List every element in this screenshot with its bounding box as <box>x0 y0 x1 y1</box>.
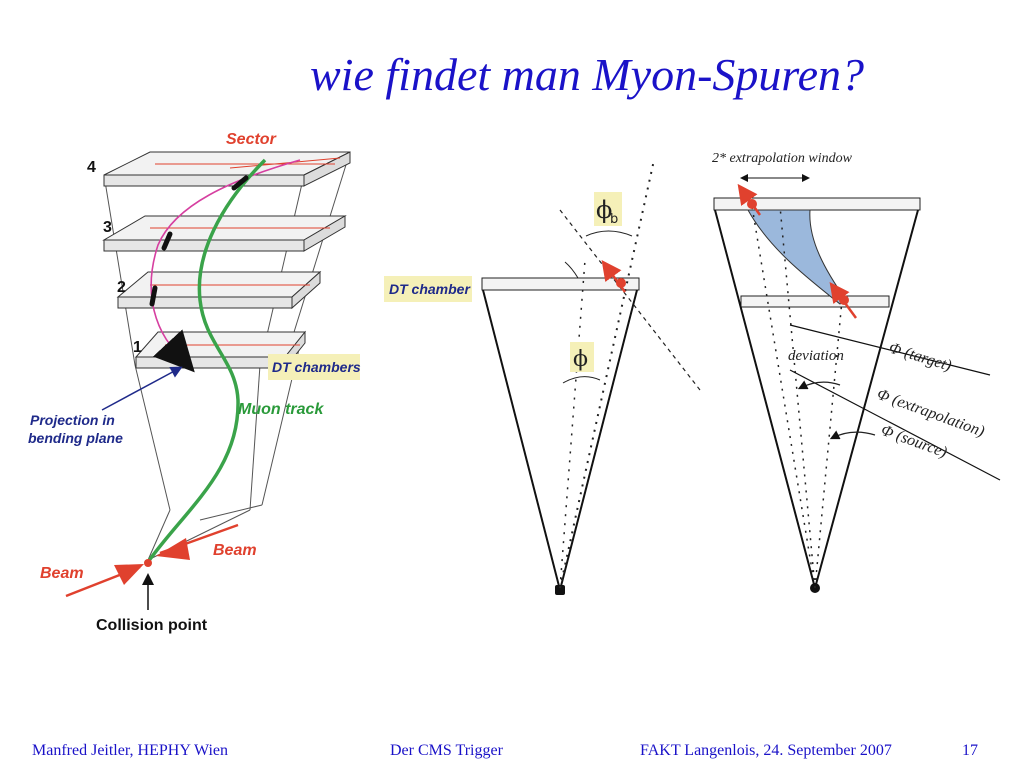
cone-apex <box>555 585 565 595</box>
left-figure: Sector 4 3 2 1 DT chambers Projection in… <box>28 131 361 634</box>
phi-source-label: Φ (source) <box>879 422 950 462</box>
projection-pointer <box>101 366 183 411</box>
middle-figure: DT chamber ϕ b ϕ <box>384 159 701 595</box>
segment-direction-dashed <box>559 209 701 391</box>
phi-target-label: Φ (target) <box>887 340 954 375</box>
cone-left-edge-right <box>714 209 816 589</box>
phi-arc <box>562 376 601 384</box>
extrapolation-window-label: 2* extrapolation window <box>712 151 853 166</box>
footer-event: FAKT Langenlois, 24. September 2007 <box>640 742 892 759</box>
sector-label: Sector <box>226 131 277 148</box>
station-number-2: 2 <box>117 279 126 296</box>
dotted-ray-3 <box>814 299 843 589</box>
source-arrow <box>829 430 876 440</box>
collision-point-marker <box>144 559 152 567</box>
dotted-ray-1 <box>751 205 816 589</box>
cone-left-edge <box>482 289 561 591</box>
dt-chamber-bar <box>481 277 640 291</box>
dt-chamber-label: DT chamber <box>389 281 471 297</box>
station-3-chamber <box>102 215 347 252</box>
target-chamber-bar <box>713 197 921 211</box>
target-segment-hit <box>747 199 757 209</box>
source-chamber-bar <box>740 295 890 308</box>
beam-left-head <box>114 564 144 585</box>
beam-right-head <box>156 538 190 560</box>
footer-author: Manfred Jeitler, HEPHY Wien <box>32 742 228 759</box>
right-figure: 2* extrapolation window <box>712 151 1001 593</box>
radial-dotted-line <box>559 159 655 589</box>
dt-chambers-label-bg <box>268 354 360 380</box>
footer-talk: Der CMS Trigger <box>390 742 503 759</box>
station-4-chamber <box>103 151 351 187</box>
segment-hit <box>616 278 626 288</box>
target-reference-line <box>789 324 991 376</box>
cone-right-edge-right <box>814 209 919 589</box>
muon-track-label: Muon track <box>238 401 324 418</box>
station-number-4: 4 <box>87 159 96 176</box>
deviation-label: deviation <box>788 348 844 364</box>
station-number-3: 3 <box>103 219 112 236</box>
muon-track <box>146 158 267 564</box>
deviation-arrow <box>797 380 841 390</box>
projection-label-line1: Projection in <box>30 412 115 428</box>
beam-label-left: Beam <box>40 565 84 582</box>
beam-label-right: Beam <box>213 542 257 559</box>
extrapolation-window-area <box>747 209 847 305</box>
collision-point-label: Collision point <box>96 617 208 634</box>
dt-chamber-label-bg <box>384 276 472 302</box>
diagram-canvas: Sector 4 3 2 1 DT chambers Projection in… <box>28 131 1001 634</box>
phi-label-bg <box>570 342 594 372</box>
footer-page-number: 17 <box>962 742 978 759</box>
slide-title: wie findet man Myon-Spuren? <box>310 49 865 100</box>
projection-label-line2: bending plane <box>28 430 123 446</box>
station-2-chamber <box>116 270 322 310</box>
phi-b-arc <box>585 230 633 237</box>
radial-dotted-line-2 <box>559 259 586 589</box>
station-number-1: 1 <box>133 339 142 356</box>
phi-label: ϕ <box>573 347 588 372</box>
extrapolation-reference-line <box>789 369 1001 481</box>
phi-b-label-bg <box>594 192 622 226</box>
phi-b-subscript: b <box>610 212 618 227</box>
source-segment-hit <box>839 295 849 305</box>
dt-chambers-label: DT chambers <box>272 359 361 375</box>
cone-right-edge <box>559 289 638 591</box>
track-segments <box>149 175 249 373</box>
chamber-angle-arc <box>564 261 579 279</box>
phi-b-label: ϕ <box>596 196 612 224</box>
